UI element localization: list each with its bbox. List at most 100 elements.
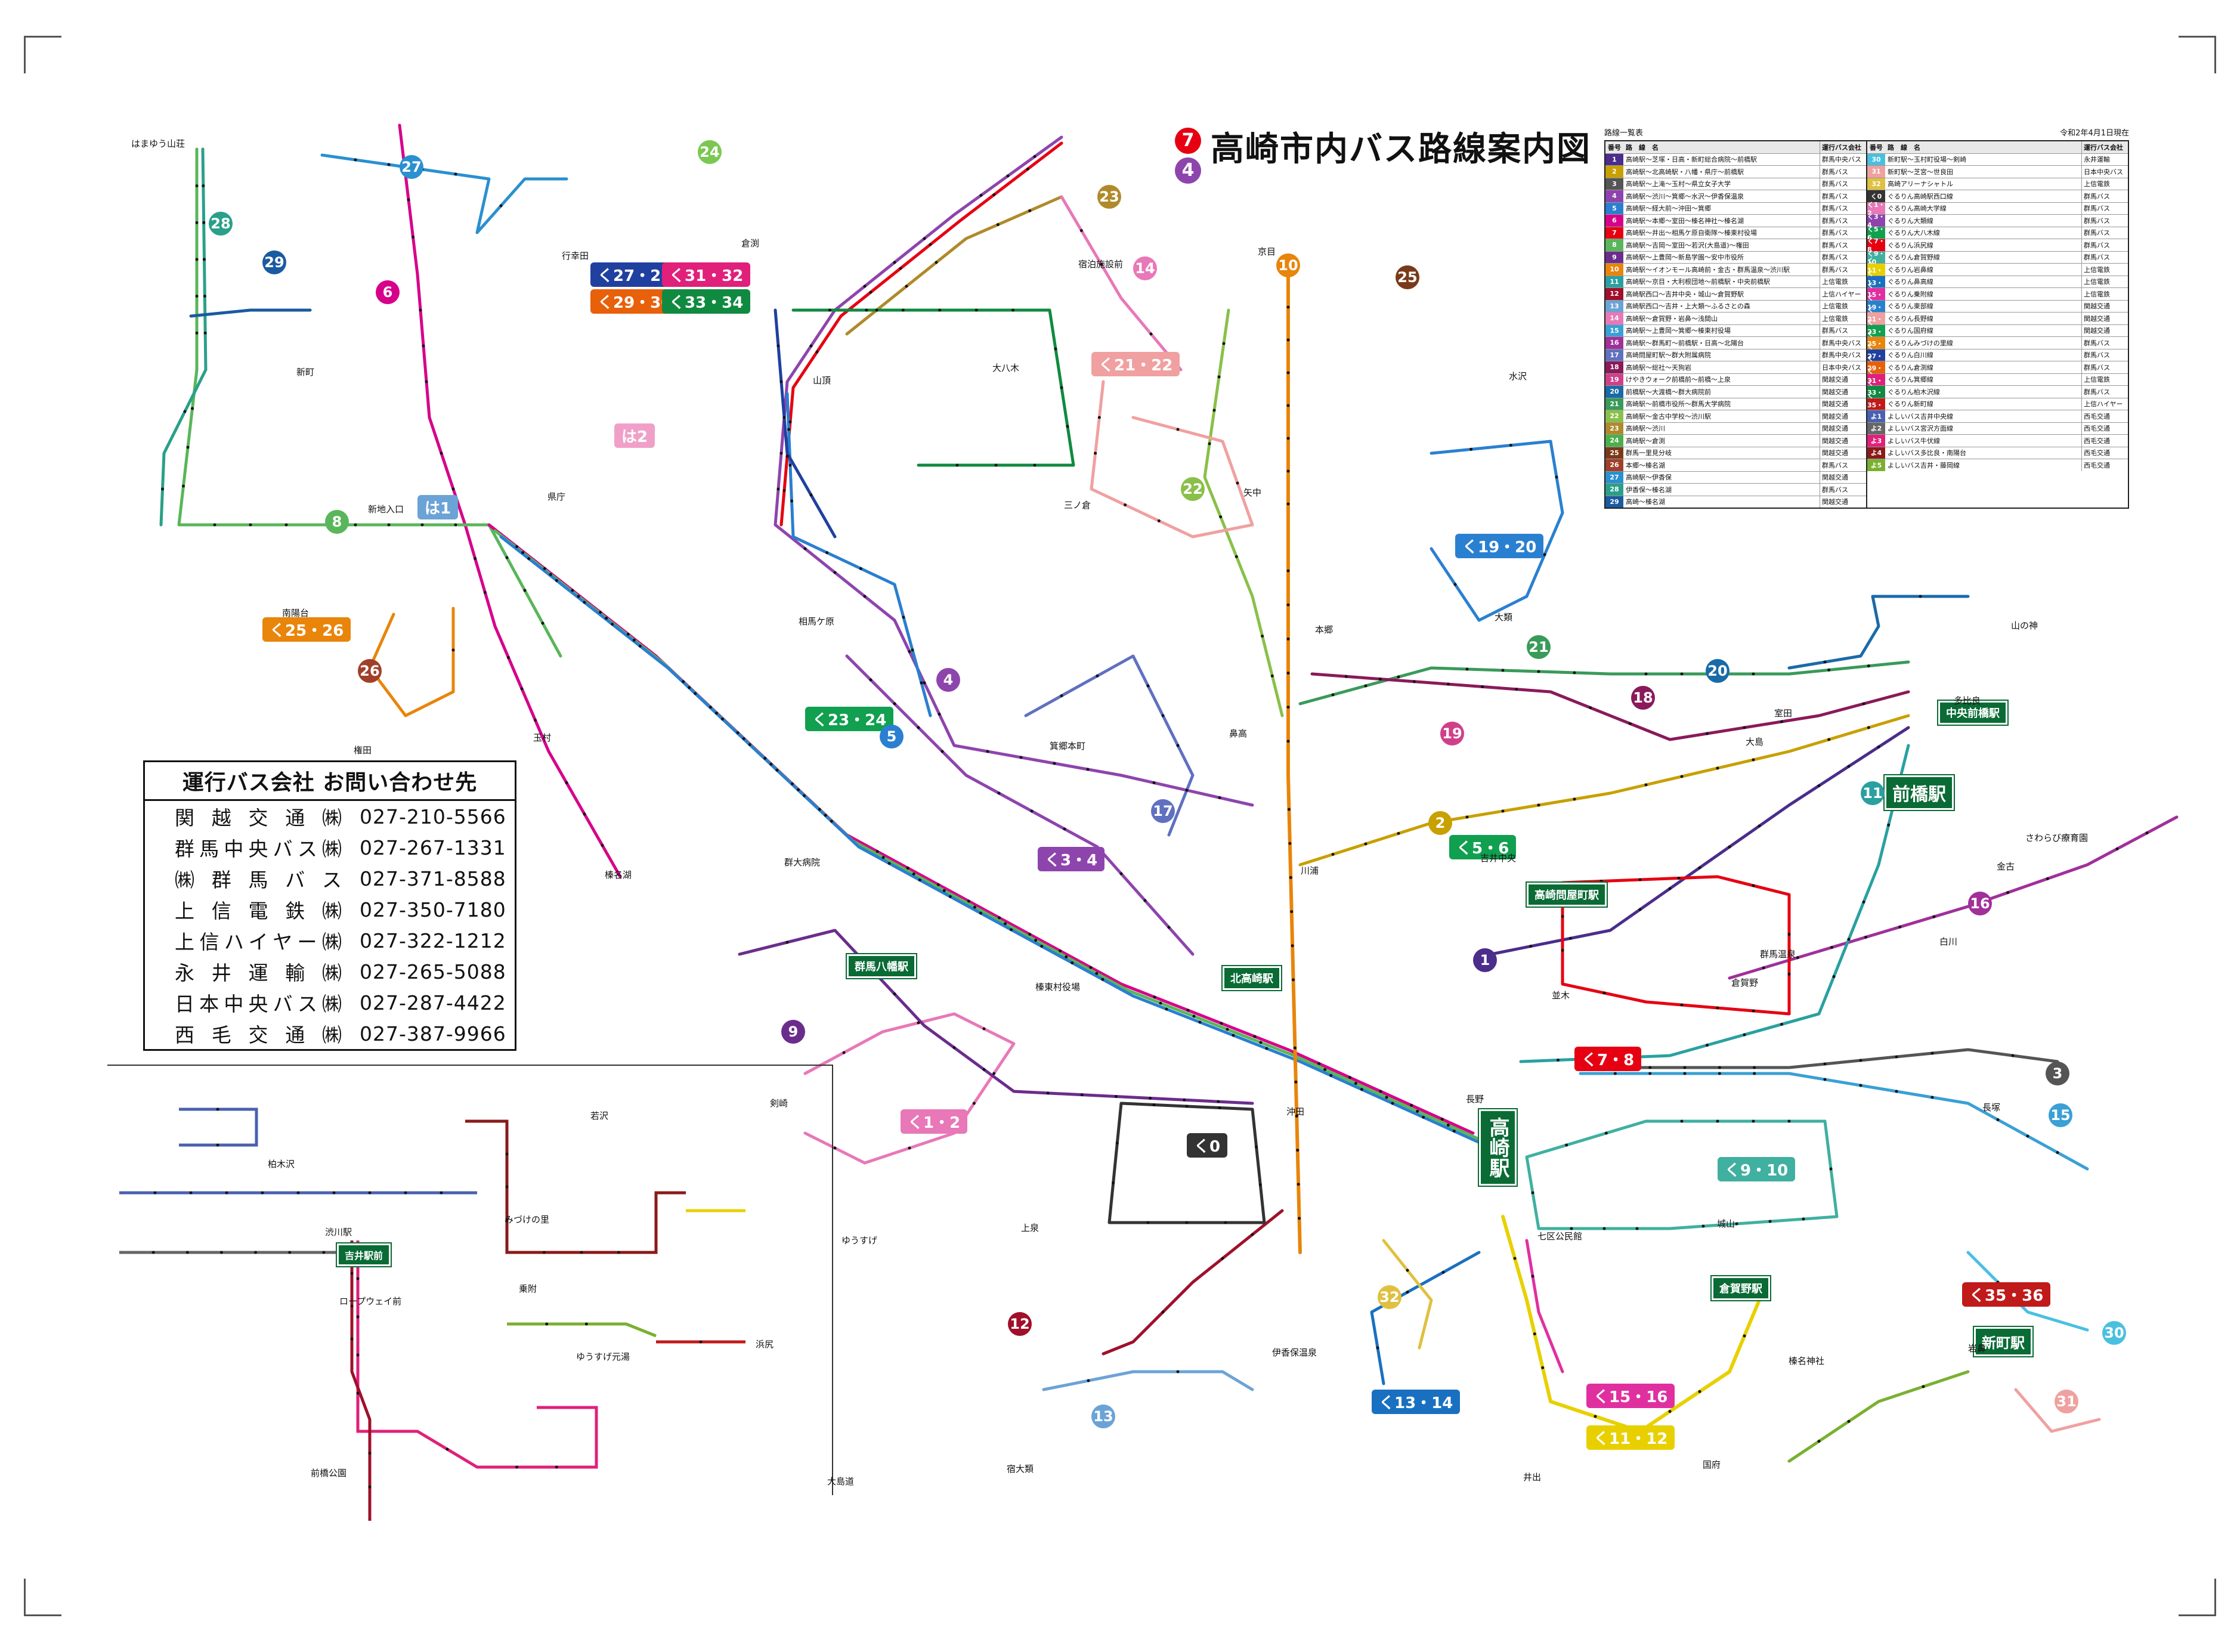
route-tag[interactable]: く5・6 [1449,835,1517,859]
bus-stop-dot [1097,416,1101,419]
bus-stop-dot [918,878,921,882]
route-number-circle[interactable]: 29 [262,250,286,274]
route-number-circle[interactable]: 17 [1151,799,1175,823]
route-company: 関越交通 [1820,496,1866,508]
route-tag[interactable]: く9・10 [1718,1157,1796,1181]
station-shinmachi[interactable]: 新町駅 [1973,1326,2034,1357]
route-tag[interactable]: く15・16 [1586,1384,1675,1408]
col-company: 運行バス会社 [1820,141,1866,153]
route-number-circle[interactable]: 14 [1133,256,1157,280]
route-tag[interactable]: く31・32 [662,262,751,287]
route-tag[interactable]: く0 [1187,1133,1228,1158]
route-number-circle[interactable]: 31 [2055,1390,2078,1413]
route-line-trunk-b [493,529,1481,1141]
route-tag[interactable]: は2 [614,423,655,448]
bus-stop-dot [1354,1082,1357,1085]
bus-stop-dot [1537,803,1540,807]
route-number-circle[interactable]: 2 [1428,811,1452,835]
contact-phone[interactable]: 027-265-5088 [360,960,506,983]
route-number-badge: 23 [1605,422,1623,434]
bus-stop-dot [1706,1044,1709,1047]
route-number-circle[interactable]: 26 [358,659,382,683]
route-number-circle[interactable]: 11 [1861,781,1885,805]
contact-phone[interactable]: 027-267-1331 [360,836,506,859]
route-number-circle[interactable]: 25 [1396,265,1419,289]
route-tag[interactable]: く7・8 [1574,1047,1642,1071]
route-number-circle[interactable]: 18 [1631,686,1655,710]
bus-stop-dot [979,911,982,915]
route-number-circle[interactable]: 16 [1968,892,1992,915]
route-tag[interactable]: く21・22 [1091,352,1180,376]
route-line-12 [1102,1209,1284,1356]
route-tag[interactable]: く25・26 [262,617,351,642]
station-takasaki[interactable]: 高崎駅 [1478,1108,1518,1187]
route-line-32 [1382,1239,1433,1350]
route-name: 高崎駅西口〜吉井・上大類〜ふるさとの森 [1626,302,1750,311]
route-number-circle[interactable]: 28 [209,212,233,236]
route-number-circle[interactable]: 9 [781,1020,805,1044]
bus-stop-label: 玉村 [533,732,552,743]
bus-stop-dot [1167,926,1171,929]
station-gunmahachiman[interactable]: 群馬八幡駅 [846,953,917,979]
route-name: ぐるりん高崎大学線 [1888,205,1947,213]
station-yoshii[interactable]: 吉井駅前 [335,1242,392,1267]
contact-phone[interactable]: 027-322-1212 [360,929,506,952]
route-tag[interactable]: く35・36 [1962,1282,2051,1307]
route-number-circle[interactable]: 13 [1091,1404,1115,1428]
route-number-circle[interactable]: 4 [936,668,960,692]
route-tag[interactable]: く13・14 [1372,1390,1461,1414]
contact-phone[interactable]: 027-287-4422 [360,991,506,1014]
route-number-circle[interactable]: 32 [1378,1285,1401,1309]
route-number-circle[interactable]: 21 [1527,635,1551,659]
bus-stop-dot [920,681,923,685]
bus-stop-label: 若沢 [590,1110,609,1121]
route-tag[interactable]: く19・20 [1455,534,1544,558]
contact-phone[interactable]: 027-371-8588 [360,867,506,890]
route-tag[interactable]: く1・2 [901,1109,968,1134]
bus-stop-label: 本郷 [1315,624,1334,635]
route-name: 高崎駅〜倉賀野・岩鼻〜浅間山 [1626,314,1718,323]
route-number-circle[interactable]: 27 [400,155,423,179]
route-number-circle[interactable]: 10 [1276,253,1300,277]
bus-stop-dot [2011,1054,2015,1057]
route-number-circle[interactable]: 15 [2049,1103,2072,1127]
bus-stop-dot [571,589,574,592]
contact-phone[interactable]: 027-387-9966 [360,1022,506,1045]
route-number-circle[interactable]: 22 [1181,477,1205,501]
bus-stop-dot [474,557,477,561]
bus-stop-dot [859,567,862,570]
route-tag[interactable]: は1 [417,495,459,519]
bus-stop-dot [1570,1227,1573,1230]
route-number-circle[interactable]: 3 [2046,1062,2069,1085]
bus-stop-dot [1628,722,1632,725]
bus-stop-dot [1887,823,1891,827]
route-number-circle[interactable]: 23 [1097,185,1121,209]
contact-phone[interactable]: 027-210-5566 [360,805,506,828]
route-number-circle[interactable]: 19 [1440,722,1464,745]
route-tag[interactable]: く11・12 [1586,1425,1675,1450]
route-name: ぐるりん東部線 [1888,302,1933,311]
station-chuomaebashi[interactable]: 中央前橋駅 [1937,700,2009,726]
bus-stop-dot [350,1304,354,1308]
route-number-circle[interactable]: 30 [2102,1321,2126,1345]
station-kitatakasaki[interactable]: 北高崎駅 [1221,965,1282,991]
route-number-circle[interactable]: 1 [1473,948,1497,972]
station-kuragano[interactable]: 倉賀野駅 [1710,1275,1771,1301]
bus-stop-dot [440,1191,443,1195]
route-number-badge: く7・8 [1867,237,1885,254]
route-number-circle[interactable]: 6 [376,280,400,304]
station-maebashi[interactable]: 前橋駅 [1883,774,1955,811]
station-tonyamachi[interactable]: 高崎問屋町駅 [1526,881,1608,908]
bus-stop-dot [1533,1332,1536,1336]
route-number-circle[interactable]: 12 [1008,1312,1032,1336]
route-tag[interactable]: く23・24 [805,707,894,731]
route-number-circle[interactable]: 5 [880,725,904,748]
route-tag[interactable]: く3・4 [1038,847,1105,871]
route-number-circle[interactable]: 20 [1706,659,1729,683]
contact-phone[interactable]: 027-350-7180 [360,898,506,921]
route-tag[interactable]: く33・34 [662,289,751,314]
route-number-circle[interactable]: 8 [325,510,349,534]
route-number-circle[interactable]: 24 [698,140,722,164]
